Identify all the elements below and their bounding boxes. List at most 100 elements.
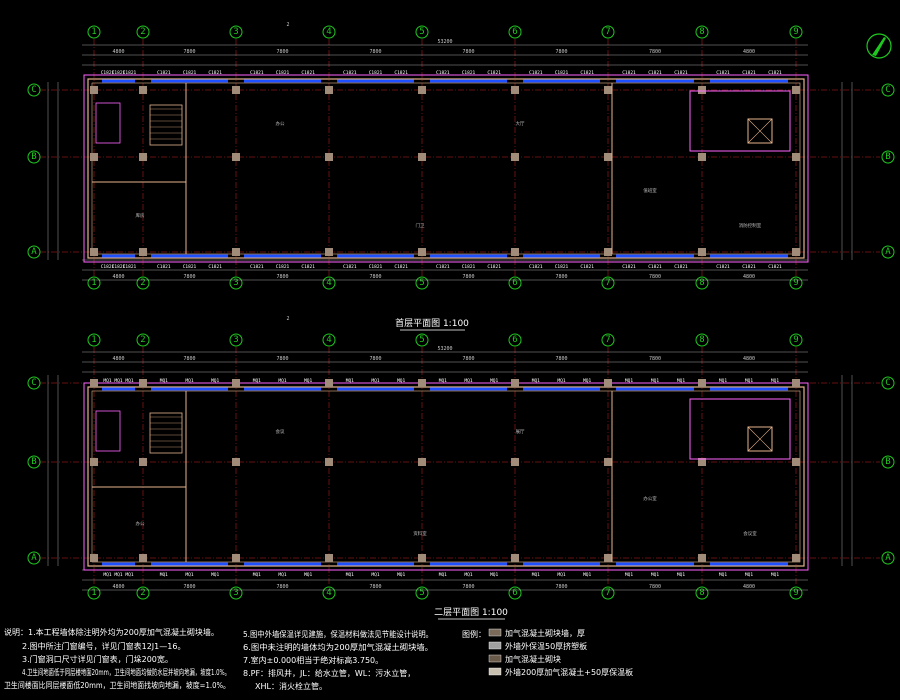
bay-dimension: 7800 (649, 274, 661, 280)
window-tag: MQ1 (185, 378, 193, 384)
axis-bubble (136, 25, 150, 39)
bay-dimension: 7800 (276, 49, 288, 55)
window-tag: C1821 (648, 264, 662, 270)
structural-column (232, 86, 240, 94)
window-tag: C1821 (112, 70, 126, 76)
structural-column (418, 554, 426, 562)
axis-label: 4 (326, 278, 331, 288)
axis-label: A (885, 553, 891, 563)
axis-label: A (31, 553, 37, 563)
bay-dimension: 7800 (555, 274, 567, 280)
legend-text: 加气混凝土砌块墙，厚 (505, 628, 585, 638)
window-tag: C1821 (276, 70, 290, 76)
window-tag: C1821 (123, 70, 137, 76)
bay-dimension: 7800 (183, 274, 195, 280)
window-tag: MQ1 (185, 572, 193, 578)
window-tag: MQ1 (160, 572, 168, 578)
window-tag: MQ1 (253, 378, 261, 384)
window-tag: C1821 (462, 264, 476, 270)
axis-label: 2 (140, 588, 145, 598)
elevator-shaft (747, 426, 773, 452)
note-line: 3.门窗洞口尺寸详见门窗表，门垛200宽。 (22, 654, 173, 664)
bay-dimension: 7800 (183, 49, 195, 55)
structural-column (232, 379, 240, 387)
bay-dimension: 7800 (555, 356, 567, 362)
note-line: 5.图中外墙保温详见建施，保温材料做法见节能设计说明。 (243, 629, 433, 639)
axis-bubble (27, 551, 41, 565)
axis-bubble (508, 25, 522, 39)
notes-column-1: 说明：1.本工程墙体除注明外均为200厚加气混凝土砌块墙。 2.图中所注门窗编号… (4, 627, 230, 690)
stair-left (149, 412, 183, 454)
axis-bubble (136, 333, 150, 347)
structural-column (698, 153, 706, 161)
axis-label: 7 (605, 27, 610, 37)
axis-label: C (31, 378, 36, 388)
window-tag: MQ1 (651, 572, 659, 578)
note-line: 4.卫生间地面低于同层楼地面20mm，卫生间地面均做防水层并坡向地漏，坡度1.0… (22, 667, 230, 677)
axis-label: 3 (233, 335, 238, 345)
window-tag: MQ1 (253, 572, 261, 578)
structural-column (325, 86, 333, 94)
axis-label: A (885, 247, 891, 257)
window-tag: C1821 (157, 70, 171, 76)
window-tag: C1821 (301, 70, 315, 76)
axis-label: 3 (233, 278, 238, 288)
axis-label: 6 (512, 278, 517, 288)
window-tag: MQ1 (625, 572, 633, 578)
bay-dimension: 4800 (112, 356, 124, 362)
structural-column (698, 458, 706, 466)
axis-label: 1 (91, 27, 96, 37)
structural-column (698, 554, 706, 562)
structural-column (418, 153, 426, 161)
room-label: 资料室 (413, 530, 427, 537)
structural-column (604, 458, 612, 466)
window-tag: MQ1 (745, 378, 753, 384)
window-tag: C1821 (343, 264, 357, 270)
window-tag: C1821 (462, 70, 476, 76)
window-tag: MQ1 (745, 572, 753, 578)
axis-bubble (136, 276, 150, 290)
axis-label: 1 (91, 335, 96, 345)
structural-column (792, 554, 800, 562)
axis-label: A (31, 247, 37, 257)
window-tag: MQ1 (278, 378, 286, 384)
axis-bubble (229, 586, 243, 600)
axis-label: 8 (699, 27, 704, 37)
axis-bubble (789, 333, 803, 347)
axis-label: B (31, 152, 36, 162)
axis-bubble (27, 376, 41, 390)
structural-column (511, 248, 519, 256)
window-tag: MQ1 (103, 572, 111, 578)
window-tag: C1821 (622, 70, 636, 76)
structural-column (792, 248, 800, 256)
axis-bubble (789, 586, 803, 600)
window-tag: MQ1 (719, 378, 727, 384)
bay-dimension: 7800 (369, 49, 381, 55)
structural-column (90, 86, 98, 94)
bay-dimension: 7800 (555, 584, 567, 590)
structural-column (418, 458, 426, 466)
building-outline (83, 382, 809, 571)
structural-column (325, 379, 333, 387)
window-tag: MQ1 (464, 378, 472, 384)
exterior-wall (91, 390, 801, 563)
axis-bubble (695, 25, 709, 39)
bay-dimension: 4800 (743, 49, 755, 55)
axis-label: 8 (699, 278, 704, 288)
axis-bubble (789, 276, 803, 290)
bay-dimension: 7800 (649, 49, 661, 55)
room-label: 大厅 (516, 120, 525, 127)
axis-label: 9 (793, 278, 798, 288)
window-tag: MQ1 (490, 572, 498, 578)
window-tag: C1821 (580, 70, 594, 76)
bay-dimension: 7800 (462, 49, 474, 55)
structural-column (232, 153, 240, 161)
exterior-wall (87, 386, 805, 567)
axis-bubble (322, 333, 336, 347)
exterior-wall (87, 78, 805, 259)
axis-bubble (87, 333, 101, 347)
structural-column (511, 379, 519, 387)
